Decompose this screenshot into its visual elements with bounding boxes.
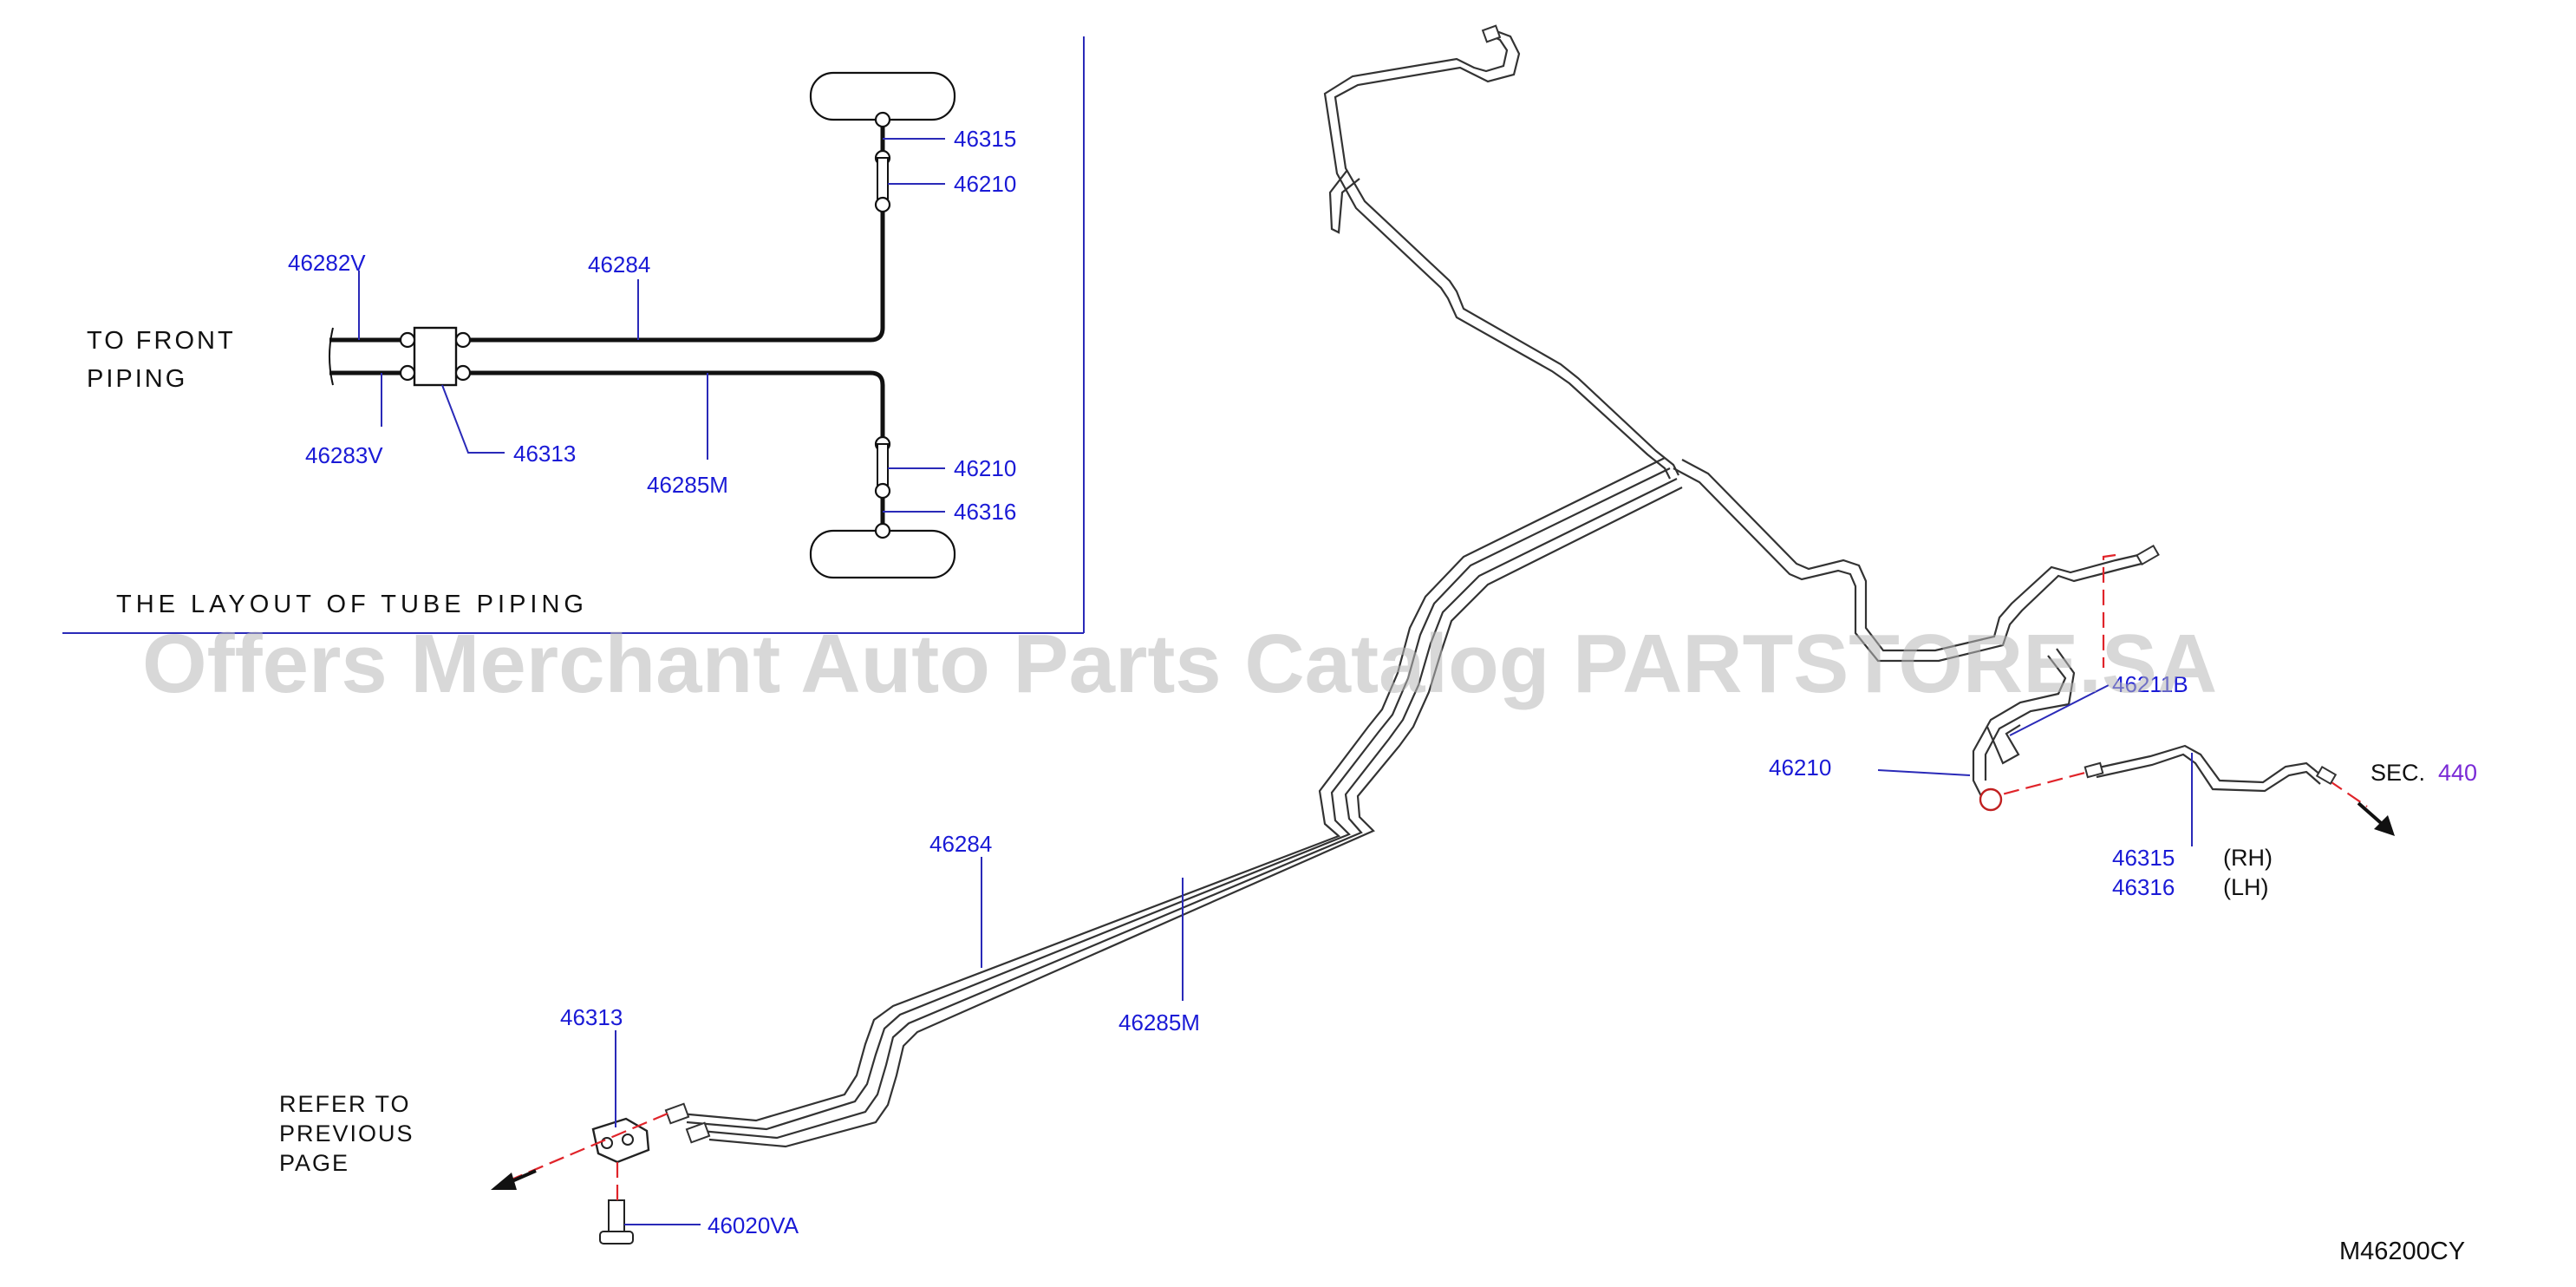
label-lh: (LH)	[2223, 874, 2269, 900]
label-46284-main: 46284	[929, 831, 992, 857]
main-drawing: 46284 46285M 46313 46020VA 46210 46211B …	[279, 24, 2477, 1265]
inset-title: THE LAYOUT OF TUBE PIPING	[116, 591, 588, 618]
label-46283V: 46283V	[305, 442, 383, 468]
watermark: Offers Merchant Auto Parts Catalog PARTS…	[142, 617, 2217, 710]
fitting	[874, 482, 891, 500]
main-tube-c	[700, 478, 1678, 1140]
fitting	[874, 196, 891, 213]
tube-46284-inset	[470, 120, 885, 343]
rear-tube-rh-2	[1681, 459, 2139, 652]
tube-end-fitting	[685, 1121, 711, 1144]
fitting	[601, 1137, 613, 1149]
front-fitting	[1481, 24, 1502, 43]
inset-layout: 46315 46210 46282V 46284 46283V 46313 46…	[62, 36, 1085, 634]
arrow-sec440-head	[2374, 815, 2395, 836]
refer-line2: PREVIOUS	[279, 1120, 414, 1147]
refer-line3: PAGE	[279, 1150, 349, 1176]
label-46210-inset-top: 46210	[954, 171, 1016, 197]
front-tube-lower	[1323, 36, 1671, 480]
bracket-clip	[1986, 724, 2021, 765]
label-sec-440[interactable]: 440	[2438, 760, 2477, 786]
front-tube-clip	[1328, 169, 1360, 234]
front-tube-upper	[1334, 29, 1679, 476]
hose-fitting	[2315, 765, 2338, 786]
main-tube-b	[686, 467, 1671, 1131]
leader-46210-main	[1877, 769, 1971, 776]
label-46316-main: 46316	[2112, 874, 2175, 900]
hose-end-fitting	[1979, 787, 2003, 812]
label-46285M-main: 46285M	[1118, 1009, 1200, 1035]
centerline-refer	[511, 1112, 668, 1181]
label-46316-inset: 46316	[954, 499, 1016, 525]
refer-line1: REFER TO	[279, 1091, 411, 1117]
to-front-label-line2: PIPING	[87, 365, 187, 393]
main-tube-d	[708, 487, 1683, 1148]
diagram-code: M46200CY	[2339, 1238, 2465, 1265]
label-46313-main: 46313	[560, 1004, 623, 1030]
fitting	[874, 111, 891, 128]
label-46315-main: 46315	[2112, 845, 2175, 871]
to-front-label-line1: TO FRONT	[87, 327, 236, 355]
label-46282V: 46282V	[288, 250, 366, 276]
rear-tube-rh	[1673, 467, 2142, 663]
centerline-bracket	[2102, 553, 2116, 668]
tube-46285M-inset	[470, 370, 885, 531]
leader-46211	[2009, 684, 2110, 736]
junction-block	[413, 326, 458, 387]
bolt-head	[599, 1231, 634, 1245]
bolt-46020VA	[608, 1199, 625, 1234]
bracket-46211	[1972, 655, 2067, 799]
centerline-hose	[1981, 768, 2096, 801]
label-46285M-inset: 46285M	[647, 472, 728, 498]
label-rh: (RH)	[2223, 845, 2273, 871]
fitting	[454, 331, 472, 349]
pipe-break-mark	[329, 327, 334, 386]
label-46284-inset: 46284	[588, 252, 650, 278]
hose-fitting	[2084, 761, 2104, 779]
fitting	[399, 331, 416, 349]
label-46210-main: 46210	[1769, 755, 1831, 781]
label-46313-inset: 46313	[513, 441, 576, 467]
rh-tube-fitting	[2136, 544, 2160, 566]
label-46211: 46211B	[2112, 671, 2188, 697]
fitting	[399, 364, 416, 382]
tube-end-fitting	[664, 1102, 690, 1125]
fitting	[622, 1133, 634, 1146]
label-46020VA: 46020VA	[708, 1212, 799, 1238]
brake-hose-46315	[2094, 744, 2326, 784]
arrow-refer-head	[491, 1173, 517, 1190]
label-sec: SEC.	[2371, 760, 2425, 786]
brake-hose-46315-2	[2096, 753, 2321, 793]
label-46315-inset: 46315	[954, 126, 1016, 152]
junction-46313	[591, 1117, 650, 1164]
label-46210-inset-bot: 46210	[954, 455, 1016, 481]
centerline-sec440	[2328, 780, 2368, 807]
fitting	[454, 364, 472, 382]
fitting	[874, 522, 891, 539]
leader-46313-inset	[441, 384, 505, 454]
main-tube-a	[679, 457, 1666, 1122]
bracket-46211-edge	[1984, 648, 2076, 781]
